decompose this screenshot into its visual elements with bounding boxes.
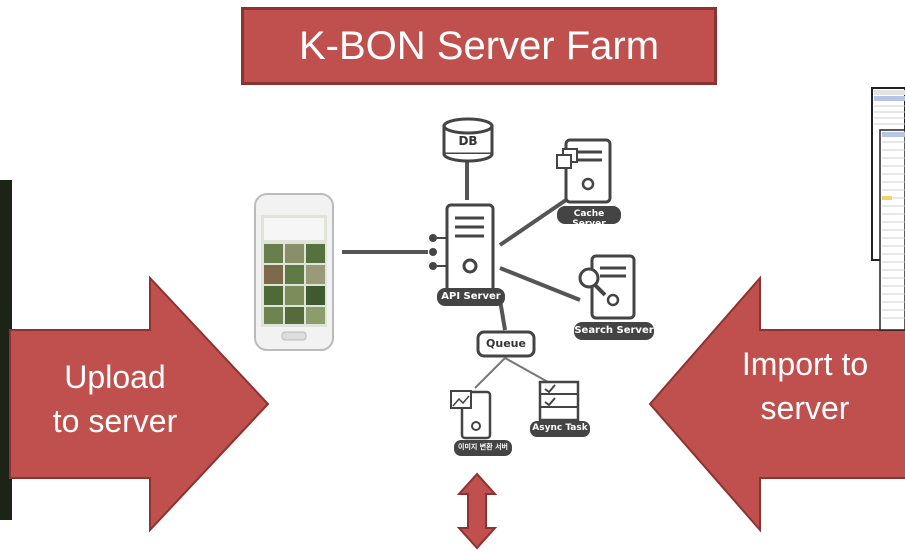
connection-lines	[342, 158, 581, 331]
import-line-1: Import to	[741, 346, 869, 382]
upload-arrow-text: Upload to server	[20, 355, 210, 443]
api-server-icon	[429, 203, 505, 306]
db-icon	[442, 117, 494, 163]
api-server-label: API Server	[441, 291, 501, 302]
search-server-label: Search Server	[574, 325, 654, 336]
cache-server-icon	[556, 138, 621, 224]
import-arrow-text: Import to server	[710, 342, 900, 430]
async-task-icon	[530, 380, 590, 437]
spreadsheet-thumbnail	[871, 87, 905, 331]
cache-server-label: Cache Server	[572, 209, 606, 229]
queue-label: Queue	[486, 337, 526, 350]
upload-line-2: to server	[52, 403, 178, 439]
queue-icon	[476, 330, 536, 358]
db-label: DB	[458, 134, 478, 148]
search-server-icon	[574, 254, 654, 340]
upload-arrow	[9, 275, 270, 533]
image-server-icon	[450, 390, 512, 456]
async-task-label: Async Task	[532, 423, 588, 433]
image-server-label: 이미지 변환 서버	[458, 443, 508, 451]
import-arrow	[648, 275, 905, 533]
phone-icon	[254, 193, 334, 351]
vertical-double-arrow	[456, 472, 498, 550]
import-line-2: server	[760, 390, 850, 426]
title-banner: K-BON Server Farm	[241, 7, 717, 85]
page-title: K-BON Server Farm	[298, 23, 660, 68]
upload-line-1: Upload	[64, 359, 166, 395]
